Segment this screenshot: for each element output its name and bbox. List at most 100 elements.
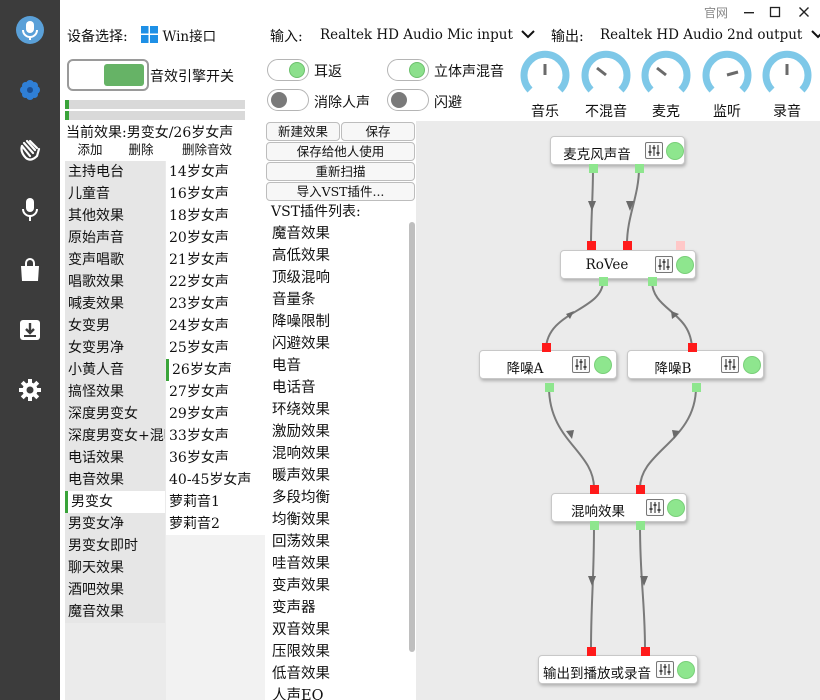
effect-category-item[interactable]: 电话效果 xyxy=(65,447,165,469)
vst-plugin-item[interactable]: 均衡效果 xyxy=(272,512,330,528)
toggle-monitor[interactable] xyxy=(267,59,309,81)
effect-preset-item[interactable]: 21岁女声 xyxy=(166,249,265,271)
graph-node-denoise-b[interactable]: 降噪B xyxy=(627,350,764,379)
effect-category-item[interactable]: 变声唱歌 xyxy=(65,249,165,271)
vst-plugin-item[interactable]: 压限效果 xyxy=(272,644,330,660)
vst-plugin-item[interactable]: 激励效果 xyxy=(272,424,330,440)
effect-category-item[interactable]: 主持电台 xyxy=(65,161,165,183)
sliders-icon[interactable] xyxy=(721,356,739,373)
sliders-icon[interactable] xyxy=(656,661,674,678)
vst-plugin-item[interactable]: 多段均衡 xyxy=(272,490,330,506)
port-out[interactable] xyxy=(590,521,599,530)
effect-preset-item[interactable]: 萝莉音1 xyxy=(166,491,265,513)
effect-category-item[interactable]: 男变女净 xyxy=(65,513,165,535)
vst-plugin-item[interactable]: 暖声效果 xyxy=(272,468,330,484)
effect-category-item[interactable]: 搞怪效果 xyxy=(65,381,165,403)
vst-plugin-item[interactable]: 混响效果 xyxy=(272,446,330,462)
node-status-led[interactable] xyxy=(743,356,761,374)
effect-category-item[interactable]: 魔音效果 xyxy=(65,601,165,623)
effect-preset-item[interactable]: 36岁女声 xyxy=(166,447,265,469)
vst-plugin-item[interactable]: 哇音效果 xyxy=(272,556,330,572)
add-effect-button[interactable]: 添加 xyxy=(77,142,103,157)
effect-category-item[interactable]: 其他效果 xyxy=(65,205,165,227)
effect-category-item[interactable]: 唱歌效果 xyxy=(65,271,165,293)
vst-plugin-item[interactable]: 双音效果 xyxy=(272,622,330,638)
import-vst-button[interactable]: 导入VST插件... xyxy=(266,182,415,201)
effect-category-item[interactable]: 男变女 xyxy=(65,491,165,513)
port-in[interactable] xyxy=(676,241,685,250)
graph-node-denoise-a[interactable]: 降噪A xyxy=(479,350,617,379)
knob-no-mix[interactable] xyxy=(581,50,631,100)
effect-preset-item[interactable]: 20岁女声 xyxy=(166,227,265,249)
port-in[interactable] xyxy=(688,343,697,352)
close-button[interactable] xyxy=(792,2,816,22)
clapping-hand-icon[interactable] xyxy=(0,128,60,172)
save-share-button[interactable]: 保存给他人使用 xyxy=(266,142,415,161)
effect-graph-canvas[interactable]: 麦克风声音 RoVee 降噪A 降噪B xyxy=(416,121,820,700)
port-in[interactable] xyxy=(587,647,596,656)
effect-category-item[interactable]: 男变女即时 xyxy=(65,535,165,557)
save-button[interactable]: 保存 xyxy=(341,122,415,141)
port-out[interactable] xyxy=(545,383,554,392)
effect-category-item[interactable]: 酒吧效果 xyxy=(65,579,165,601)
effect-preset-item[interactable]: 萝莉音2 xyxy=(166,513,265,535)
port-in[interactable] xyxy=(636,485,645,494)
port-out[interactable] xyxy=(648,277,657,286)
delete-button[interactable]: 删除 xyxy=(128,142,154,157)
toggle-stereo-mix[interactable] xyxy=(387,59,429,81)
effect-preset-item[interactable]: 33岁女声 xyxy=(166,425,265,447)
effect-preset-item[interactable]: 24岁女声 xyxy=(166,315,265,337)
maximize-button[interactable] xyxy=(763,2,787,22)
vst-plugin-item[interactable]: 电音 xyxy=(272,358,301,374)
toggle-vocal-removal[interactable] xyxy=(267,89,309,111)
minimize-button[interactable] xyxy=(737,2,761,22)
toggle-ducking[interactable] xyxy=(387,89,429,111)
vst-plugin-item[interactable]: 音量条 xyxy=(272,292,316,308)
vst-plugin-item[interactable]: 闪避效果 xyxy=(272,336,330,352)
vst-plugin-item[interactable]: 变声器 xyxy=(272,600,316,616)
knob-mic[interactable] xyxy=(641,50,691,100)
sliders-icon[interactable] xyxy=(646,499,664,516)
vst-plugin-item[interactable]: 环绕效果 xyxy=(272,402,330,418)
knob-record[interactable] xyxy=(762,50,812,100)
port-in[interactable] xyxy=(623,241,632,250)
vst-scrollbar[interactable] xyxy=(409,222,415,652)
node-status-led[interactable] xyxy=(677,661,695,679)
effect-preset-item[interactable]: 26岁女声 xyxy=(166,359,265,381)
effect-category-item[interactable]: 聊天效果 xyxy=(65,557,165,579)
shopping-bag-icon[interactable] xyxy=(0,248,60,292)
effect-category-item[interactable]: 深度男变女+混响 xyxy=(65,425,165,447)
effect-preset-item[interactable]: 23岁女声 xyxy=(166,293,265,315)
graph-node-output[interactable]: 输出到播放或录音 xyxy=(538,655,698,684)
node-status-led[interactable] xyxy=(666,142,684,160)
vst-plugin-item[interactable]: 降噪限制 xyxy=(272,314,330,330)
vst-plugin-item[interactable]: 变声效果 xyxy=(272,578,330,594)
port-in[interactable] xyxy=(590,485,599,494)
effect-category-item[interactable]: 女变男净 xyxy=(65,337,165,359)
download-icon[interactable] xyxy=(0,308,60,352)
sliders-icon[interactable] xyxy=(645,142,663,159)
engine-toggle[interactable] xyxy=(67,59,149,91)
vst-plugin-item[interactable]: 电话音 xyxy=(272,380,316,396)
output-device-select[interactable]: Realtek HD Audio 2nd output xyxy=(600,27,820,43)
effect-preset-item[interactable]: 40-45岁女声 xyxy=(166,469,265,491)
port-out[interactable] xyxy=(636,521,645,530)
knob-monitor[interactable] xyxy=(702,50,752,100)
effect-category-item[interactable]: 儿童音 xyxy=(65,183,165,205)
vst-plugin-item[interactable]: 高低效果 xyxy=(272,248,330,264)
graph-node-reverb[interactable]: 混响效果 xyxy=(551,493,687,522)
graph-node-rovee[interactable]: RoVee xyxy=(560,250,696,279)
effect-category-item[interactable]: 深度男变女 xyxy=(65,403,165,425)
knob-music[interactable] xyxy=(520,50,570,100)
effect-preset-item[interactable]: 22岁女声 xyxy=(166,271,265,293)
node-status-led[interactable] xyxy=(667,499,685,517)
port-out[interactable] xyxy=(589,164,598,173)
effect-preset-item[interactable]: 29岁女声 xyxy=(166,403,265,425)
vst-plugin-item[interactable]: 顶级混响 xyxy=(272,270,330,286)
gear-icon[interactable] xyxy=(0,368,60,412)
vst-plugin-item[interactable]: 低音效果 xyxy=(272,666,330,682)
node-status-led[interactable] xyxy=(594,356,612,374)
port-in[interactable] xyxy=(542,343,551,352)
vst-plugin-item[interactable]: 人声EQ xyxy=(272,688,324,700)
effect-preset-item[interactable]: 27岁女声 xyxy=(166,381,265,403)
